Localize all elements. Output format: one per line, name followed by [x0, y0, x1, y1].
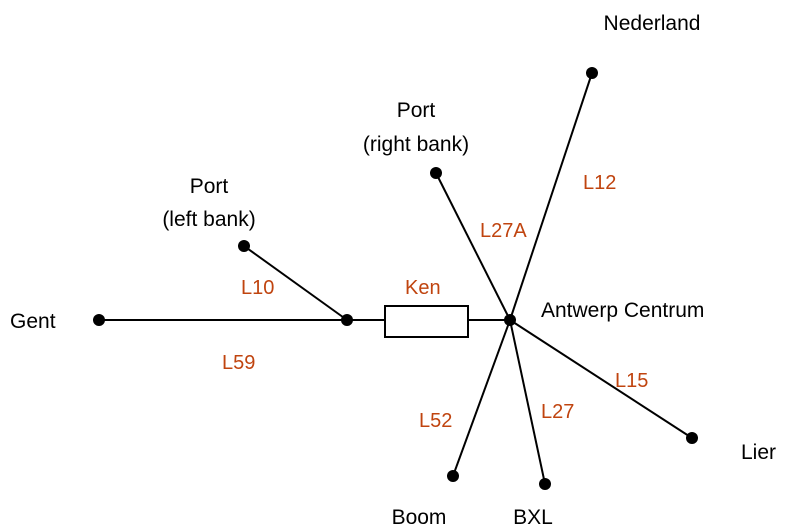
place-lier: Lier	[741, 441, 776, 464]
place-port-left-line1: Port	[190, 175, 229, 198]
place-bxl: BXL	[513, 506, 553, 529]
place-antwerp-centrum: Antwerp Centrum	[541, 299, 704, 322]
track-antwerp-bxl	[509, 319, 546, 485]
node-port-right	[430, 167, 442, 179]
track-antwerp-boom	[452, 319, 511, 477]
place-port-left-line2: (left bank)	[162, 208, 255, 231]
line-label-l12: L12	[583, 172, 616, 194]
track-lines	[99, 72, 693, 485]
node-nederland	[586, 67, 598, 79]
node-antwerp	[504, 314, 516, 326]
node-lier	[686, 432, 698, 444]
line-label-l27a: L27A	[480, 220, 527, 242]
place-port-right-line1: Port	[397, 99, 436, 122]
line-label-l10: L10	[241, 277, 274, 299]
line-label-l27: L27	[541, 401, 574, 423]
line-labels: L10 L59 Ken L27A L12 L15 L52 L27	[222, 172, 648, 432]
line-label-l52: L52	[419, 410, 452, 432]
node-junction	[341, 314, 353, 326]
place-gent: Gent	[10, 310, 56, 333]
node-boom	[447, 470, 459, 482]
track-port-left-junction	[243, 245, 348, 321]
line-label-l59: L59	[222, 352, 255, 374]
line-label-ken: Ken	[405, 277, 441, 299]
place-nederland: Nederland	[604, 12, 701, 35]
line-label-l15: L15	[615, 370, 648, 392]
place-port-right-line2: (right bank)	[363, 133, 469, 156]
track-port-right-antwerp	[435, 172, 511, 321]
node-port-left	[238, 240, 250, 252]
node-bxl	[539, 478, 551, 490]
track-antwerp-lier	[509, 319, 693, 439]
track-nederland-antwerp	[509, 72, 593, 321]
node-gent	[93, 314, 105, 326]
nodes	[93, 67, 698, 490]
place-boom: Boom	[392, 506, 447, 529]
place-labels: Gent Port (left bank) Port (right bank) …	[10, 12, 776, 529]
ken-box	[384, 305, 469, 338]
